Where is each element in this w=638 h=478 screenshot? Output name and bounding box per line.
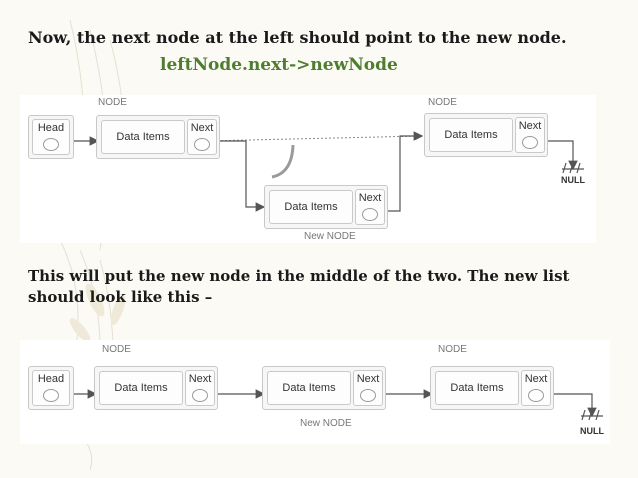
left-node-data-cell: Data Items [101, 120, 185, 154]
node3-next-label: Next [524, 373, 548, 385]
right-node: Data Items Next [424, 113, 548, 157]
diagram-insert-before: NODE NODE Head Data Items Next Data Item… [20, 95, 596, 243]
node2-next-port [360, 389, 376, 402]
new-node: Data Items Next [264, 185, 388, 229]
node3-data-cell: Data Items [435, 371, 519, 405]
null-ground-symbol [581, 409, 603, 421]
new-node-caption: New NODE [300, 418, 352, 429]
head-label: Head [37, 373, 65, 385]
node-caption-right: NODE [428, 97, 457, 108]
null-label: NULL [561, 175, 585, 185]
slide-heading: Now, the next node at the left should po… [28, 28, 567, 47]
null-arrow [548, 393, 597, 418]
right-node-next-cell: Next [515, 117, 545, 153]
null-label: NULL [580, 426, 604, 436]
explanation-paragraph: This will put the new node in the middle… [28, 267, 570, 306]
left-node-data-label: Data Items [116, 131, 170, 143]
new-node-data-cell: Data Items [269, 190, 353, 224]
node3-next-cell: Next [521, 370, 551, 406]
head-cell: Head [32, 370, 70, 406]
node3-next-port [528, 389, 544, 402]
node2-next-cell: Next [353, 370, 383, 406]
head-pointer-port [43, 389, 59, 402]
node1-data-label: Data Items [114, 382, 168, 394]
node3-data-label: Data Items [450, 382, 504, 394]
right-node-next-label: Next [518, 120, 542, 132]
new-node-data-label: Data Items [284, 201, 338, 213]
head-node: Head [28, 115, 74, 159]
left-node-next-port [194, 138, 210, 151]
new-node-next-port [362, 208, 378, 221]
left-node-next-label: Next [190, 122, 214, 134]
node1-next-label: Next [188, 373, 212, 385]
link-cut-indicator [271, 144, 295, 179]
old-link-dotted [204, 132, 423, 142]
node-3: Data Items Next [430, 366, 554, 410]
node2-data-cell: Data Items [267, 371, 351, 405]
null-arrow [540, 140, 578, 171]
right-node-data-cell: Data Items [429, 118, 513, 152]
node-caption-left: NODE [98, 97, 127, 108]
head-cell: Head [32, 119, 70, 155]
node-caption-left: NODE [102, 344, 131, 355]
node2-data-label: Data Items [282, 382, 336, 394]
node-1: Data Items Next [94, 366, 218, 410]
code-snippet: leftNode.next->newNode [160, 55, 398, 75]
head-pointer-port [43, 138, 59, 151]
node1-next-cell: Next [185, 370, 215, 406]
new-node-next-cell: Next [355, 189, 385, 225]
diagram-insert-after: NODE NODE Head Data Items Next Data Item… [20, 340, 610, 444]
right-node-next-port [522, 136, 538, 149]
null-ground-symbol [562, 162, 584, 174]
new-link-arrow [205, 140, 266, 212]
left-node-next-cell: Next [187, 119, 217, 155]
left-node: Data Items Next [96, 115, 220, 159]
head-label: Head [37, 122, 65, 134]
head-node: Head [28, 366, 74, 410]
node1-next-port [192, 389, 208, 402]
node-caption-right: NODE [438, 344, 467, 355]
right-node-data-label: Data Items [444, 129, 498, 141]
node1-data-cell: Data Items [99, 371, 183, 405]
node2-next-label: Next [356, 373, 380, 385]
node-2-new: Data Items Next [262, 366, 386, 410]
new-node-caption: New NODE [304, 231, 356, 242]
new-node-next-label: Next [358, 192, 382, 204]
